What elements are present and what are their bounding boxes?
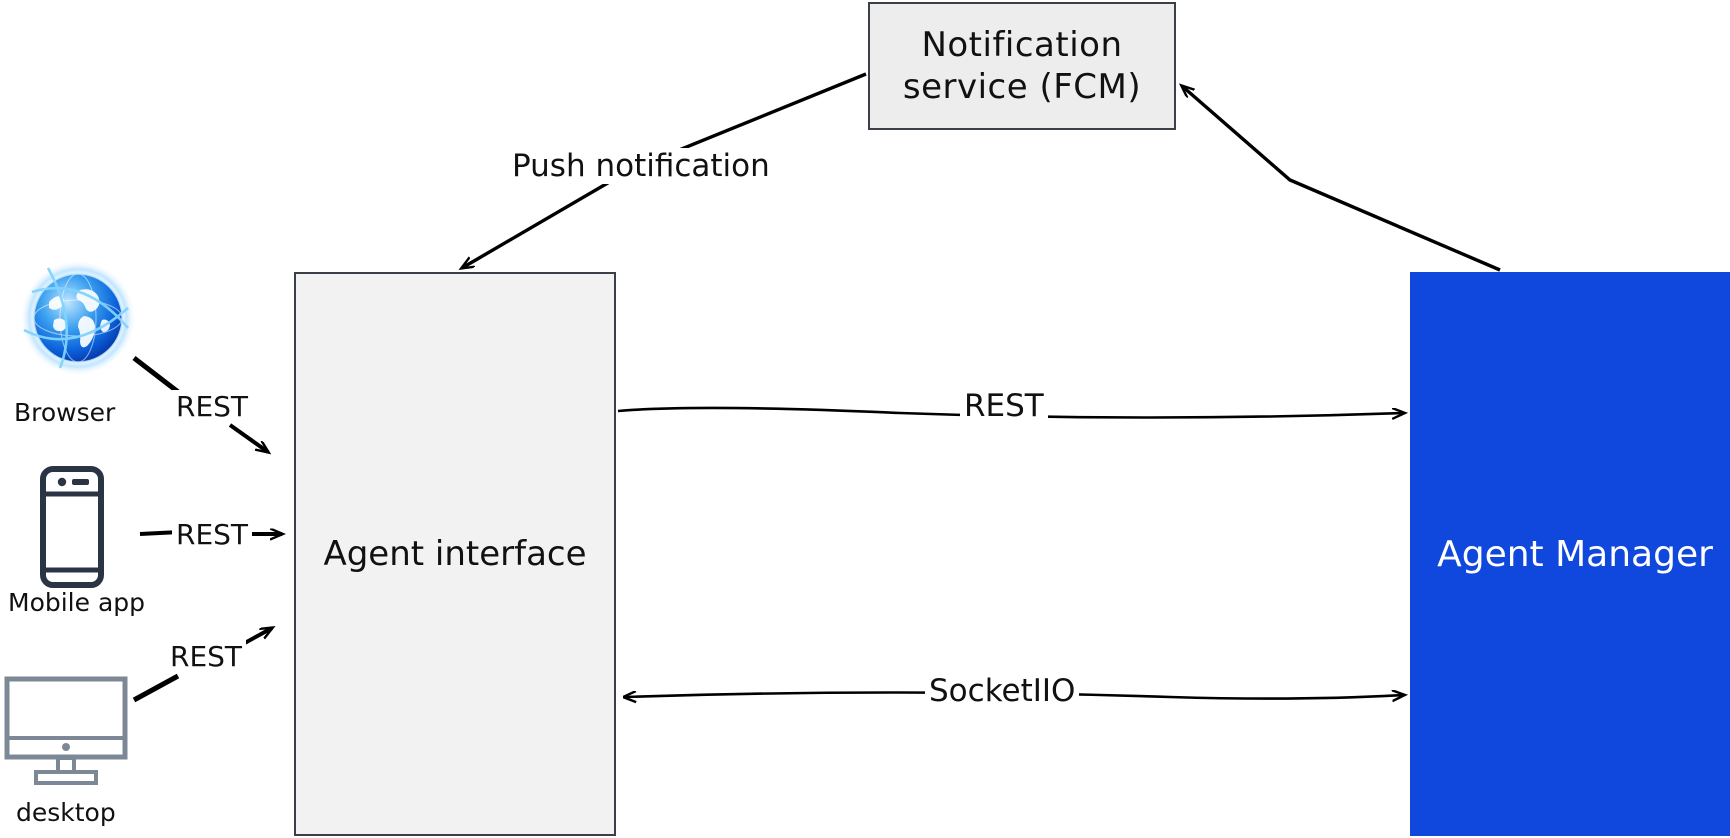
agent-interface-label: Agent interface xyxy=(323,534,587,574)
edge-manager-to-notification xyxy=(1182,86,1501,272)
edge-socketio xyxy=(624,693,1404,699)
edge-label-push-notification: Push notification xyxy=(508,148,774,184)
edge-label-rest-browser: REST xyxy=(172,390,253,423)
agent-manager-label: Agent Manager xyxy=(1437,533,1713,575)
edge-rest-manager xyxy=(617,406,1404,418)
node-agent-interface[interactable]: Agent interface xyxy=(294,272,616,836)
desktop-monitor-icon xyxy=(4,676,128,785)
notification-service-label: Notification service (FCM) xyxy=(903,24,1141,109)
device-label-browser: Browser xyxy=(14,398,116,427)
smartphone-icon xyxy=(40,466,104,588)
notification-service-line2: service (FCM) xyxy=(902,67,1142,107)
edge-label-rest-mobile: REST xyxy=(172,518,253,551)
edge-label-socketio: SocketIIO xyxy=(925,673,1080,709)
device-label-desktop: desktop xyxy=(16,798,116,827)
notification-service-line1: Notification xyxy=(921,24,1123,65)
edge-label-rest-manager: REST xyxy=(960,388,1048,424)
node-agent-manager[interactable]: Agent Manager xyxy=(1410,272,1730,836)
node-notification-service[interactable]: Notification service (FCM) xyxy=(868,2,1176,130)
device-label-mobile-app: Mobile app xyxy=(8,588,146,617)
globe-icon xyxy=(20,260,136,376)
edge-label-rest-desktop: REST xyxy=(166,640,247,673)
